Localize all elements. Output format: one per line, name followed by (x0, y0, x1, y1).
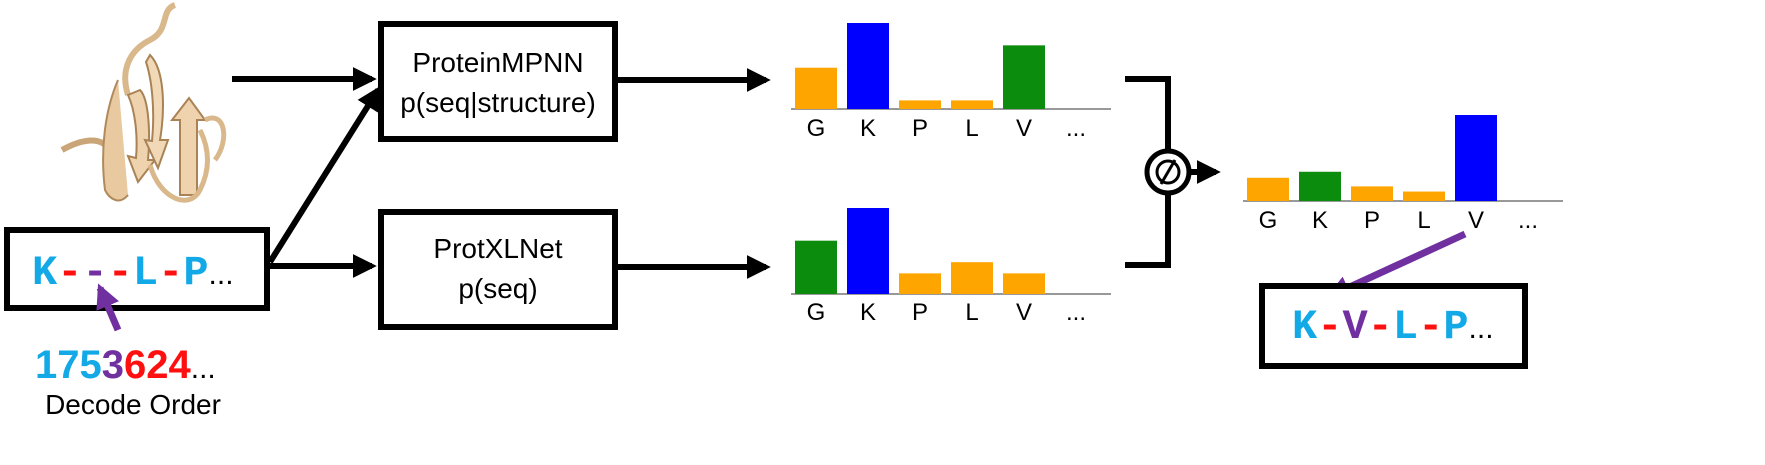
input-seq-char-1: - (57, 249, 82, 297)
bar-G (1247, 177, 1289, 201)
xlnet-distribution-chart: G K P L V... (791, 208, 1111, 326)
divide-circle-icon (1155, 159, 1181, 185)
bar-L (951, 262, 993, 294)
tick-label-ellipsis: ... (1066, 115, 1086, 142)
tick-label-K: K (1312, 207, 1328, 234)
tick-label-P: P (912, 299, 928, 326)
output-sequence-box (1259, 283, 1528, 369)
tick-label-P: P (1364, 207, 1380, 234)
divide-slash-icon (1159, 159, 1177, 185)
decode-digit-char-6: 4 (169, 343, 192, 387)
proteinmpnn-name: ProteinMPNN (412, 47, 583, 78)
tick-label-G: G (1259, 207, 1278, 234)
output-seq-char-0: K (1292, 303, 1318, 351)
decode-digit-char-2: 5 (80, 343, 102, 387)
bar-L (951, 100, 993, 109)
tick-label-V: V (1016, 299, 1032, 326)
proteinmpnn-box (378, 21, 618, 142)
bar-K (847, 23, 889, 109)
tick-label-V: V (1468, 207, 1484, 234)
bar-P (1351, 186, 1393, 201)
output-seq-char-5: - (1418, 303, 1443, 351)
protxlnet-name: ProtXLNet (433, 233, 562, 264)
decode-digit-char-3: 3 (102, 343, 124, 387)
sequence-to-mpnn-arrow (267, 85, 381, 264)
tick-label-P: P (912, 115, 928, 142)
bar-G (795, 67, 837, 109)
bar-V (1003, 273, 1045, 294)
bar-P (899, 100, 941, 109)
tick-label-V: V (1016, 115, 1032, 142)
bar-V (1003, 45, 1045, 109)
output-sequence: K-V-L-P... (1292, 303, 1494, 351)
bar-K (1299, 171, 1341, 201)
tick-label-G: G (807, 115, 826, 142)
tick-label-L: L (965, 115, 978, 142)
input-seq-char-0: K (32, 249, 58, 297)
proteinmpnn-formula: p(seq|structure) (400, 87, 596, 118)
mpnn-distribution-chart: G K P L V... (791, 23, 1111, 142)
input-seq-char-4: L (133, 249, 158, 297)
tick-label-K: K (860, 115, 876, 142)
tick-label-G: G (807, 299, 826, 326)
protxlnet-box (378, 209, 618, 330)
bar-G (795, 240, 837, 294)
output-seq-char-6: P (1443, 303, 1468, 351)
decode-order-label: Decode Order (45, 389, 221, 420)
input-seq-char-6: P (183, 249, 208, 297)
protein-structure-icon (60, 2, 227, 203)
output-seq-char-4: L (1393, 303, 1418, 351)
input-seq-ellipsis: ... (209, 258, 234, 291)
decode-digit-char-5: 2 (146, 343, 168, 387)
output-seq-char-3: - (1368, 303, 1393, 351)
input-seq-char-3: - (108, 249, 133, 297)
bar-P (899, 273, 941, 294)
tick-label-K: K (860, 299, 876, 326)
output-seq-ellipsis: ... (1469, 312, 1494, 345)
bar-K (847, 208, 889, 294)
bar-L (1403, 191, 1445, 201)
decode-digit-char-4: 6 (124, 343, 146, 387)
bar-V (1455, 115, 1497, 201)
decode-digit-char-1: 7 (57, 343, 79, 387)
combined-distribution-chart: G K P L V... (1243, 115, 1563, 234)
input-sequence-box (4, 227, 270, 311)
protxlnet-formula: p(seq) (458, 273, 537, 304)
input-seq-char-5: - (158, 249, 183, 297)
decode-order-digits: 1753624... (35, 343, 216, 387)
decode-digit-char-0: 1 (35, 343, 57, 387)
decode-digit-ellipsis: ... (191, 352, 216, 385)
tick-label-L: L (1417, 207, 1430, 234)
output-seq-char-1: - (1317, 303, 1342, 351)
decode-position-arrow (96, 283, 122, 332)
output-seq-char-2: V (1342, 303, 1368, 351)
tick-label-ellipsis: ... (1518, 207, 1538, 234)
tick-label-ellipsis: ... (1066, 299, 1086, 326)
tick-label-L: L (965, 299, 978, 326)
input-sequence: K---L-P... (32, 249, 234, 297)
